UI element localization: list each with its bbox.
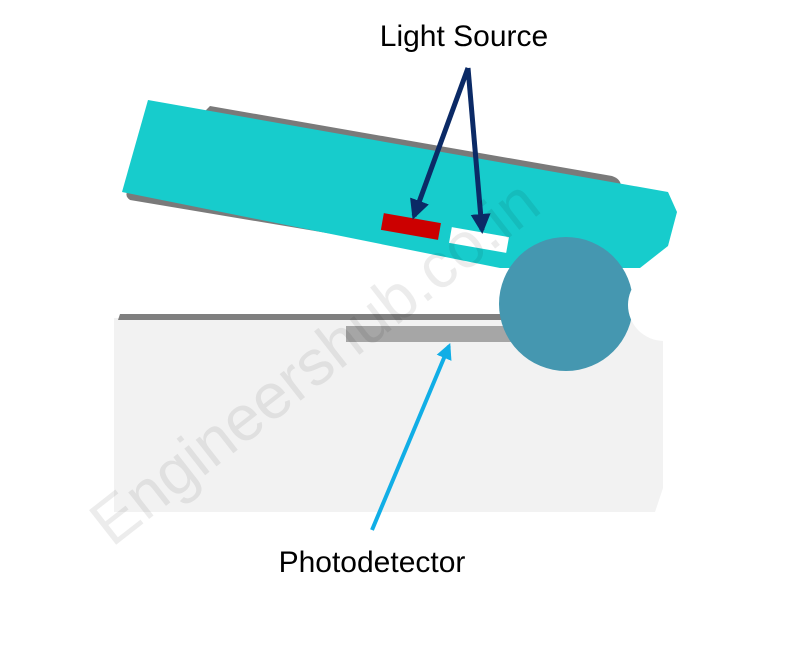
photodetector-label: Photodetector (279, 546, 466, 579)
hinge-cutout (628, 269, 700, 341)
light-source-arrow-red (410, 67, 471, 220)
photodetector-strip (346, 326, 521, 342)
base-top-edge (118, 314, 520, 320)
photodetector-arrow (370, 343, 452, 531)
upper-housing (122, 100, 677, 268)
base-housing (114, 318, 663, 512)
white-emitter (449, 227, 509, 253)
light-source-arrow-white (465, 67, 491, 234)
light-source-label: Light Source (380, 20, 548, 53)
hinge-circle (499, 237, 633, 371)
red-emitter (380, 213, 441, 240)
